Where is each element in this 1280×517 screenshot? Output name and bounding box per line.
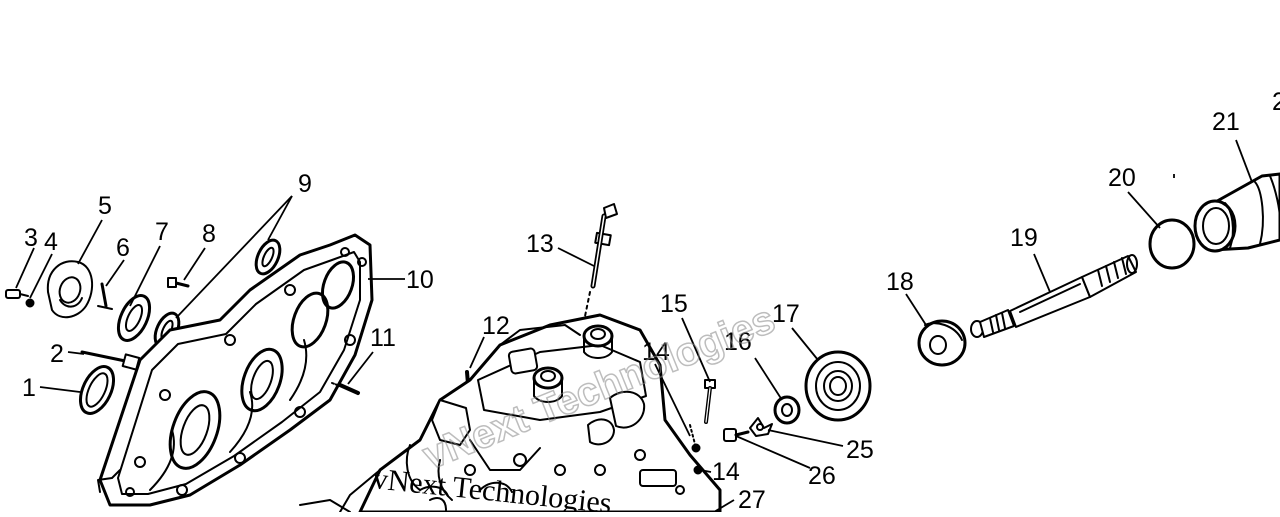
callout-13: 13 (526, 230, 554, 258)
callout-11: 11 (370, 324, 396, 352)
part-4-washer (25, 298, 35, 308)
main-housing (299, 313, 722, 514)
part-26-bolt (723, 428, 750, 442)
callout-21: 21 (1212, 108, 1240, 136)
callout-18: 18 (886, 268, 914, 296)
callout-9: 9 (298, 170, 312, 198)
part-21-coupler (1193, 172, 1280, 253)
part-20-oring (1148, 218, 1196, 270)
part-25-clip (749, 417, 773, 437)
callout-27: 27 (738, 486, 766, 512)
callout-4: 4 (44, 228, 58, 256)
callout-7: 7 (155, 218, 169, 246)
callout-1: 1 (22, 374, 36, 402)
callout-20: 20 (1108, 164, 1136, 192)
callout-17: 17 (772, 300, 800, 328)
housing-port-top (582, 324, 614, 359)
part-18-spacer (917, 319, 967, 367)
callout-8: 8 (202, 220, 216, 248)
callout-5: 5 (98, 192, 112, 220)
part-15-bolt (704, 379, 716, 424)
callout-16: 16 (724, 328, 752, 356)
part-16-cap (773, 395, 801, 425)
callout-22-partial: 2 (1272, 88, 1280, 116)
callout-25: 25 (846, 436, 874, 464)
callout-6: 6 (116, 234, 130, 262)
part-3-bolt (5, 289, 29, 299)
callout-15: 15 (660, 290, 688, 318)
part-5-cover (46, 260, 94, 319)
callout-26: 26 (808, 462, 836, 490)
callout-10: 10 (406, 266, 434, 294)
callout-labels: 1 2 3 4 5 6 7 8 9 10 11 12 13 14 14 15 1… (22, 88, 1280, 514)
callout-12: 12 (482, 312, 510, 340)
part-11-dowel (331, 382, 360, 395)
part-19-shaft (970, 254, 1138, 338)
callout-3: 3 (24, 224, 38, 252)
part-7-seal (116, 294, 152, 342)
callout-2: 2 (50, 340, 64, 368)
part-1-seal (78, 365, 116, 415)
housing-port-middle (532, 366, 564, 403)
callout-19: 19 (1010, 224, 1038, 252)
part-8-stud (167, 277, 190, 288)
part-6-pin (97, 282, 113, 310)
leader-lines (15, 139, 1253, 513)
callout-14-upper: 14 (642, 338, 670, 366)
part-10-case-cover (97, 233, 374, 507)
part-17-seal (804, 350, 872, 422)
callout-14-lower: 14 (712, 458, 740, 486)
